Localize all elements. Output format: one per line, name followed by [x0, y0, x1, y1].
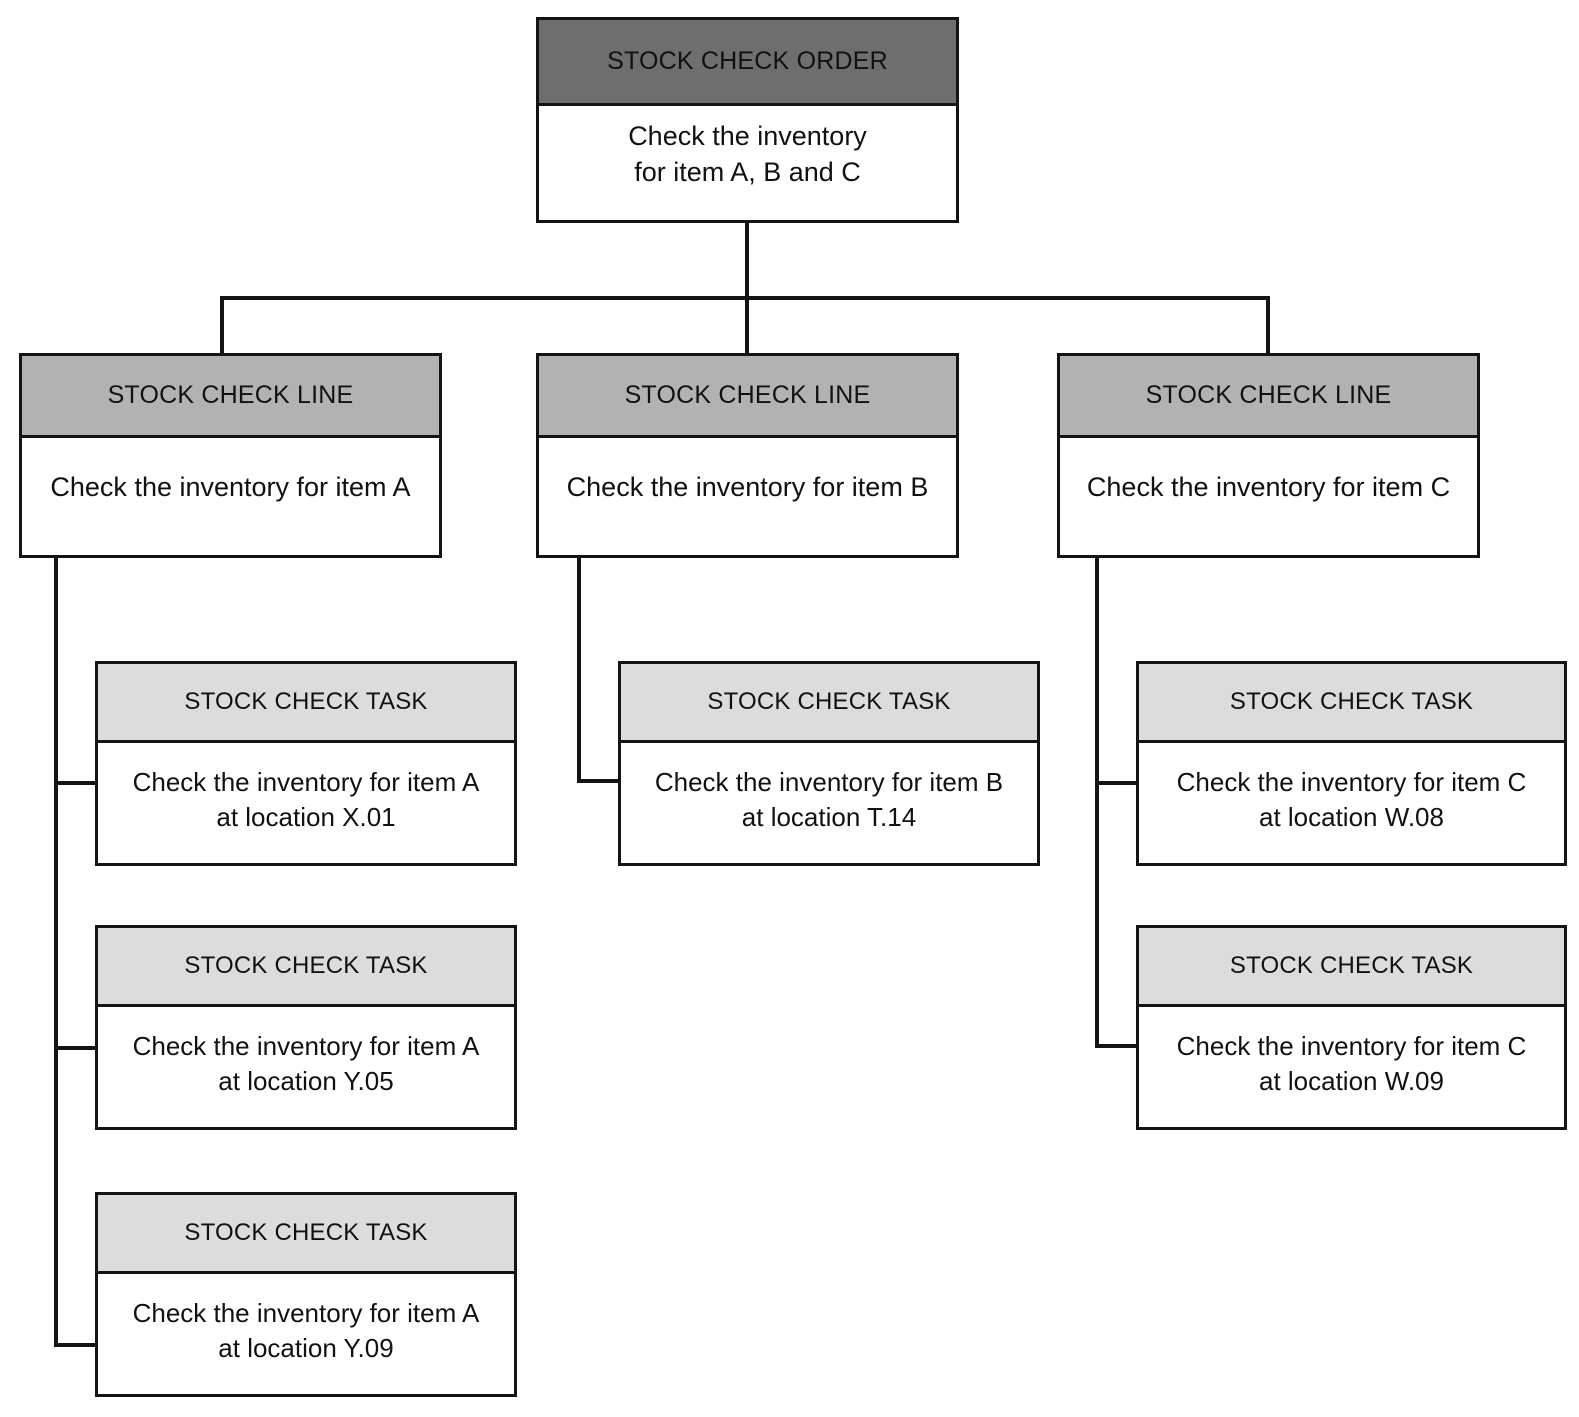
- node-stock-check-task-c-w09[interactable]: STOCK CHECK TASK Check the inventory for…: [1136, 925, 1567, 1130]
- connector-line2-task1: [577, 779, 621, 783]
- node-type-label: STOCK CHECK TASK: [98, 1195, 514, 1274]
- node-description: Check the inventory for item C at locati…: [1139, 743, 1564, 863]
- node-stock-check-order[interactable]: STOCK CHECK ORDER Check the inventory fo…: [536, 17, 959, 223]
- node-description: Check the inventory for item C at locati…: [1139, 1007, 1564, 1127]
- node-description: Check the inventory for item A, B and C: [539, 106, 956, 220]
- connector-line1-task3: [54, 1343, 98, 1347]
- node-type-label: STOCK CHECK ORDER: [539, 20, 956, 106]
- node-stock-check-line-2[interactable]: STOCK CHECK LINE Check the inventory for…: [536, 353, 959, 558]
- connector-drop-line-1: [220, 296, 224, 354]
- node-type-label: STOCK CHECK LINE: [1060, 356, 1477, 438]
- node-type-label: STOCK CHECK TASK: [98, 664, 514, 743]
- connector-line3-task2: [1095, 1044, 1139, 1048]
- connector-drop-line-3: [1266, 296, 1270, 354]
- node-description: Check the inventory for item A: [22, 438, 439, 555]
- node-description: Check the inventory for item B: [539, 438, 956, 555]
- node-stock-check-line-1[interactable]: STOCK CHECK LINE Check the inventory for…: [19, 353, 442, 558]
- node-type-label: STOCK CHECK LINE: [22, 356, 439, 438]
- connector-drop-line-2: [745, 296, 749, 354]
- node-stock-check-task-a-x01[interactable]: STOCK CHECK TASK Check the inventory for…: [95, 661, 517, 866]
- node-description: Check the inventory for item C: [1060, 438, 1477, 555]
- node-stock-check-line-3[interactable]: STOCK CHECK LINE Check the inventory for…: [1057, 353, 1480, 558]
- connector-line3-spine: [1095, 558, 1099, 1048]
- node-description: Check the inventory for item B at locati…: [621, 743, 1037, 863]
- node-description: Check the inventory for item A at locati…: [98, 1007, 514, 1127]
- node-type-label: STOCK CHECK TASK: [98, 928, 514, 1007]
- connector-line3-task1: [1095, 781, 1139, 785]
- connector-line1-task2: [54, 1046, 98, 1050]
- node-type-label: STOCK CHECK LINE: [539, 356, 956, 438]
- node-type-label: STOCK CHECK TASK: [1139, 928, 1564, 1007]
- node-stock-check-task-a-y05[interactable]: STOCK CHECK TASK Check the inventory for…: [95, 925, 517, 1130]
- node-stock-check-task-a-y09[interactable]: STOCK CHECK TASK Check the inventory for…: [95, 1192, 517, 1397]
- node-stock-check-task-b-t14[interactable]: STOCK CHECK TASK Check the inventory for…: [618, 661, 1040, 866]
- connector-line1-task1: [54, 781, 98, 785]
- node-description: Check the inventory for item A at locati…: [98, 743, 514, 863]
- node-type-label: STOCK CHECK TASK: [1139, 664, 1564, 743]
- connector-line1-spine: [54, 558, 58, 1346]
- connector-line2-spine: [577, 558, 581, 783]
- node-description: Check the inventory for item A at locati…: [98, 1274, 514, 1394]
- connector-order-stem: [745, 223, 749, 299]
- node-type-label: STOCK CHECK TASK: [621, 664, 1037, 743]
- node-stock-check-task-c-w08[interactable]: STOCK CHECK TASK Check the inventory for…: [1136, 661, 1567, 866]
